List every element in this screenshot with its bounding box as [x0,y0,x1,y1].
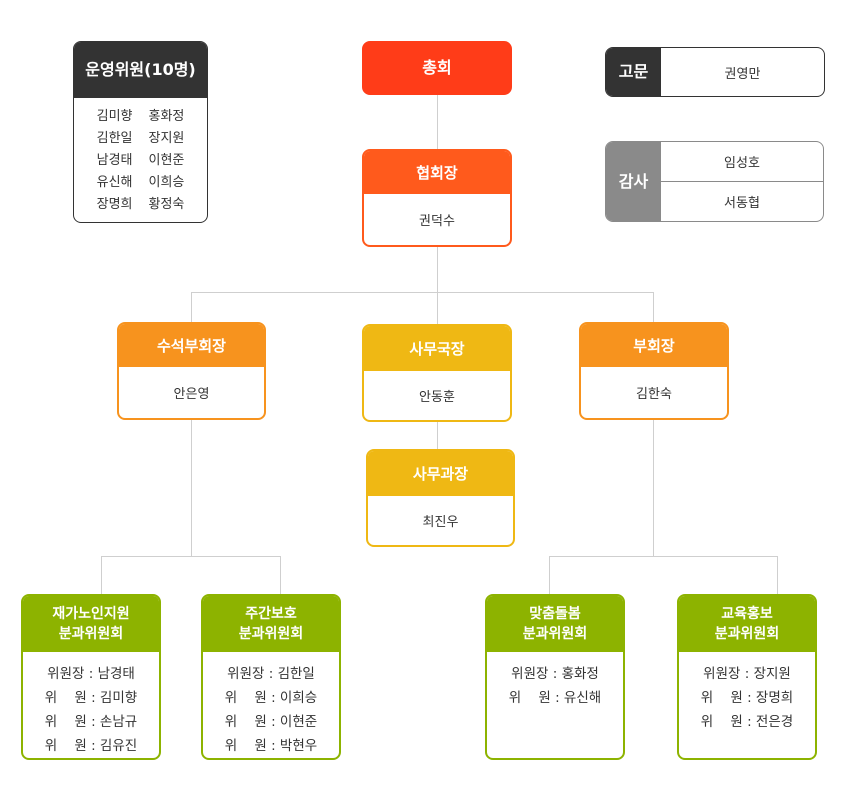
steering-committee-box: 운영위원(10명) 김미향 홍화정 김한일 장지원 남경태 이현준 유신해 이희승 장명… [73,41,208,223]
member: 김한일 [96,131,133,146]
connector [280,556,281,594]
committee-members: 위원장 : 장지원 위 원 : 장명희 위 원 : 전은경 [679,652,815,734]
connector [101,556,281,557]
committee-member: 위원장 : 남경태 [47,666,135,682]
auditor-name: 서동협 [724,196,760,211]
president-title: 협회장 [364,151,510,194]
committee-member: 위 원 : 손남규 [44,714,138,730]
connector [437,422,438,449]
auditor-label: 감사 [606,142,661,221]
member: 황정숙 [148,197,185,212]
connector [777,556,778,594]
member: 홍화정 [148,109,185,124]
advisor-label: 고문 [606,48,661,96]
committee-title-line: 주간보호 [245,606,297,622]
committee-member: 위 원 : 전은경 [700,714,794,730]
vp-title: 부회장 [581,324,727,367]
auditor-box: 감사 임성호 서동협 [605,141,824,222]
connector [191,292,192,322]
committee-member: 위 원 : 박현우 [224,738,318,754]
member: 이희승 [148,175,185,190]
senior-vp-title: 수석부회장 [119,324,264,367]
committee-member: 위 원 : 이현준 [224,714,318,730]
president-name: 권덕수 [419,214,455,229]
connector [101,556,102,594]
secretary-general-name: 안동훈 [419,390,455,405]
auditor-names: 임성호 서동협 [661,142,823,221]
advisor-name: 권영만 [724,66,761,82]
committee-title-line: 분과위원회 [58,626,124,642]
steering-committee-title: 운영위원(10명) [74,42,207,98]
committee-member: 위원장 : 김한일 [227,666,315,682]
committee-members: 위원장 : 김한일 위 원 : 이희승 위 원 : 이현준 위 원 : 박현우 [203,652,339,758]
vp-name: 김한숙 [636,387,672,402]
committee-members: 위원장 : 홍화정 위 원 : 유신해 [487,652,623,710]
member: 이현준 [148,153,185,168]
office-manager-box: 사무과장 최진우 [366,449,515,547]
committee-title-line: 분과위원회 [238,626,304,642]
auditor-name: 임성호 [661,142,823,182]
secretary-general-title: 사무국장 [364,326,510,371]
connector [653,292,654,322]
connector [653,420,654,556]
office-manager-title: 사무과장 [368,451,513,496]
vp-box: 부회장 김한숙 [579,322,729,420]
committee-member: 위 원 : 김유진 [44,738,138,754]
committee-title-line: 교육홍보 [721,606,773,622]
committee-title-line: 재가노인지원 [52,606,130,622]
steering-members: 김미향 홍화정 김한일 장지원 남경태 이현준 유신해 이희승 장명희 황정숙 [74,98,207,215]
member: 장명희 [96,197,133,212]
member: 유신해 [96,175,133,190]
general-assembly-box: 총회 [362,41,512,95]
president-box: 협회장 권덕수 [362,149,512,247]
committee-title-line: 맞춤돌봄 [529,606,581,622]
committee-title-line: 분과위원회 [522,626,588,642]
office-manager-name: 최진우 [422,515,459,530]
committee-member: 위 원 : 유신해 [508,690,602,706]
member: 김미향 [96,109,133,124]
connector [191,420,192,556]
connector [191,292,654,293]
committee-title-line: 분과위원회 [714,626,780,642]
committee-member: 위원장 : 장지원 [703,666,791,682]
committee-members: 위원장 : 남경태 위 원 : 김미향 위 원 : 손남규 위 원 : 김유진 [23,652,159,758]
member: 남경태 [96,153,133,168]
advisor-box: 고문 권영만 [605,47,825,97]
connector [549,556,778,557]
connector [437,95,438,149]
secretary-general-box: 사무국장 안동훈 [362,324,512,422]
committee-member: 위 원 : 장명희 [700,690,794,706]
committee-member: 위원장 : 홍화정 [511,666,599,682]
committee-member: 위 원 : 이희승 [224,690,318,706]
connector [549,556,550,594]
senior-vp-box: 수석부회장 안은영 [117,322,266,420]
senior-vp-name: 안은영 [173,387,210,402]
committee-member: 위 원 : 김미향 [44,690,138,706]
connector [437,247,438,324]
member: 장지원 [148,131,185,146]
